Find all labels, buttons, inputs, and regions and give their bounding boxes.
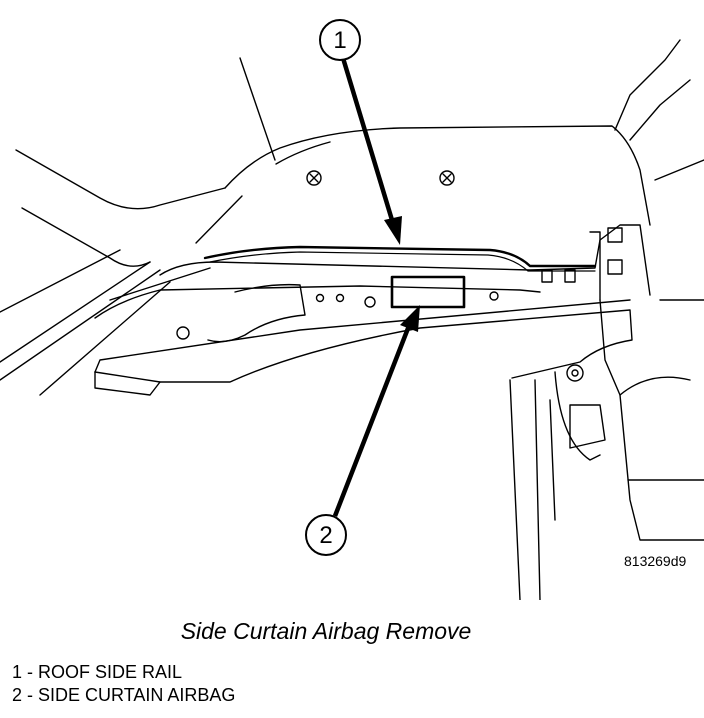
- figure-caption: Side Curtain Airbag Remove: [180, 618, 472, 644]
- legend-item-2: 2 - SIDE CURTAIN AIRBAG: [12, 685, 236, 705]
- lower-trim-molding: [94, 299, 633, 396]
- door-frame-right: [614, 39, 704, 181]
- headliner-panel: [224, 125, 651, 226]
- parts-legend: 1 - ROOF SIDE RAIL 2 - SIDE CURTAIN AIRB…: [12, 661, 235, 707]
- leader-arrow-1: [340, 57, 402, 245]
- callout-2: 2: [305, 514, 347, 556]
- roof-side-rail: [203, 245, 597, 272]
- airbag-removal-illustration: 1 2 813269d9: [0, 19, 704, 600]
- side-curtain-airbag: [390, 275, 466, 309]
- leader-arrow-2: [332, 305, 420, 517]
- figure-id: 813269d9: [624, 553, 687, 569]
- callout-1: 1: [319, 19, 361, 61]
- legend-item-1: 1 - ROOF SIDE RAIL: [12, 662, 183, 682]
- callout-1-number: 1: [333, 27, 346, 54]
- side-trim-panel: [94, 224, 651, 343]
- callout-2-number: 2: [319, 522, 332, 549]
- windshield-outline: [0, 57, 276, 396]
- b-pillar: [509, 299, 704, 600]
